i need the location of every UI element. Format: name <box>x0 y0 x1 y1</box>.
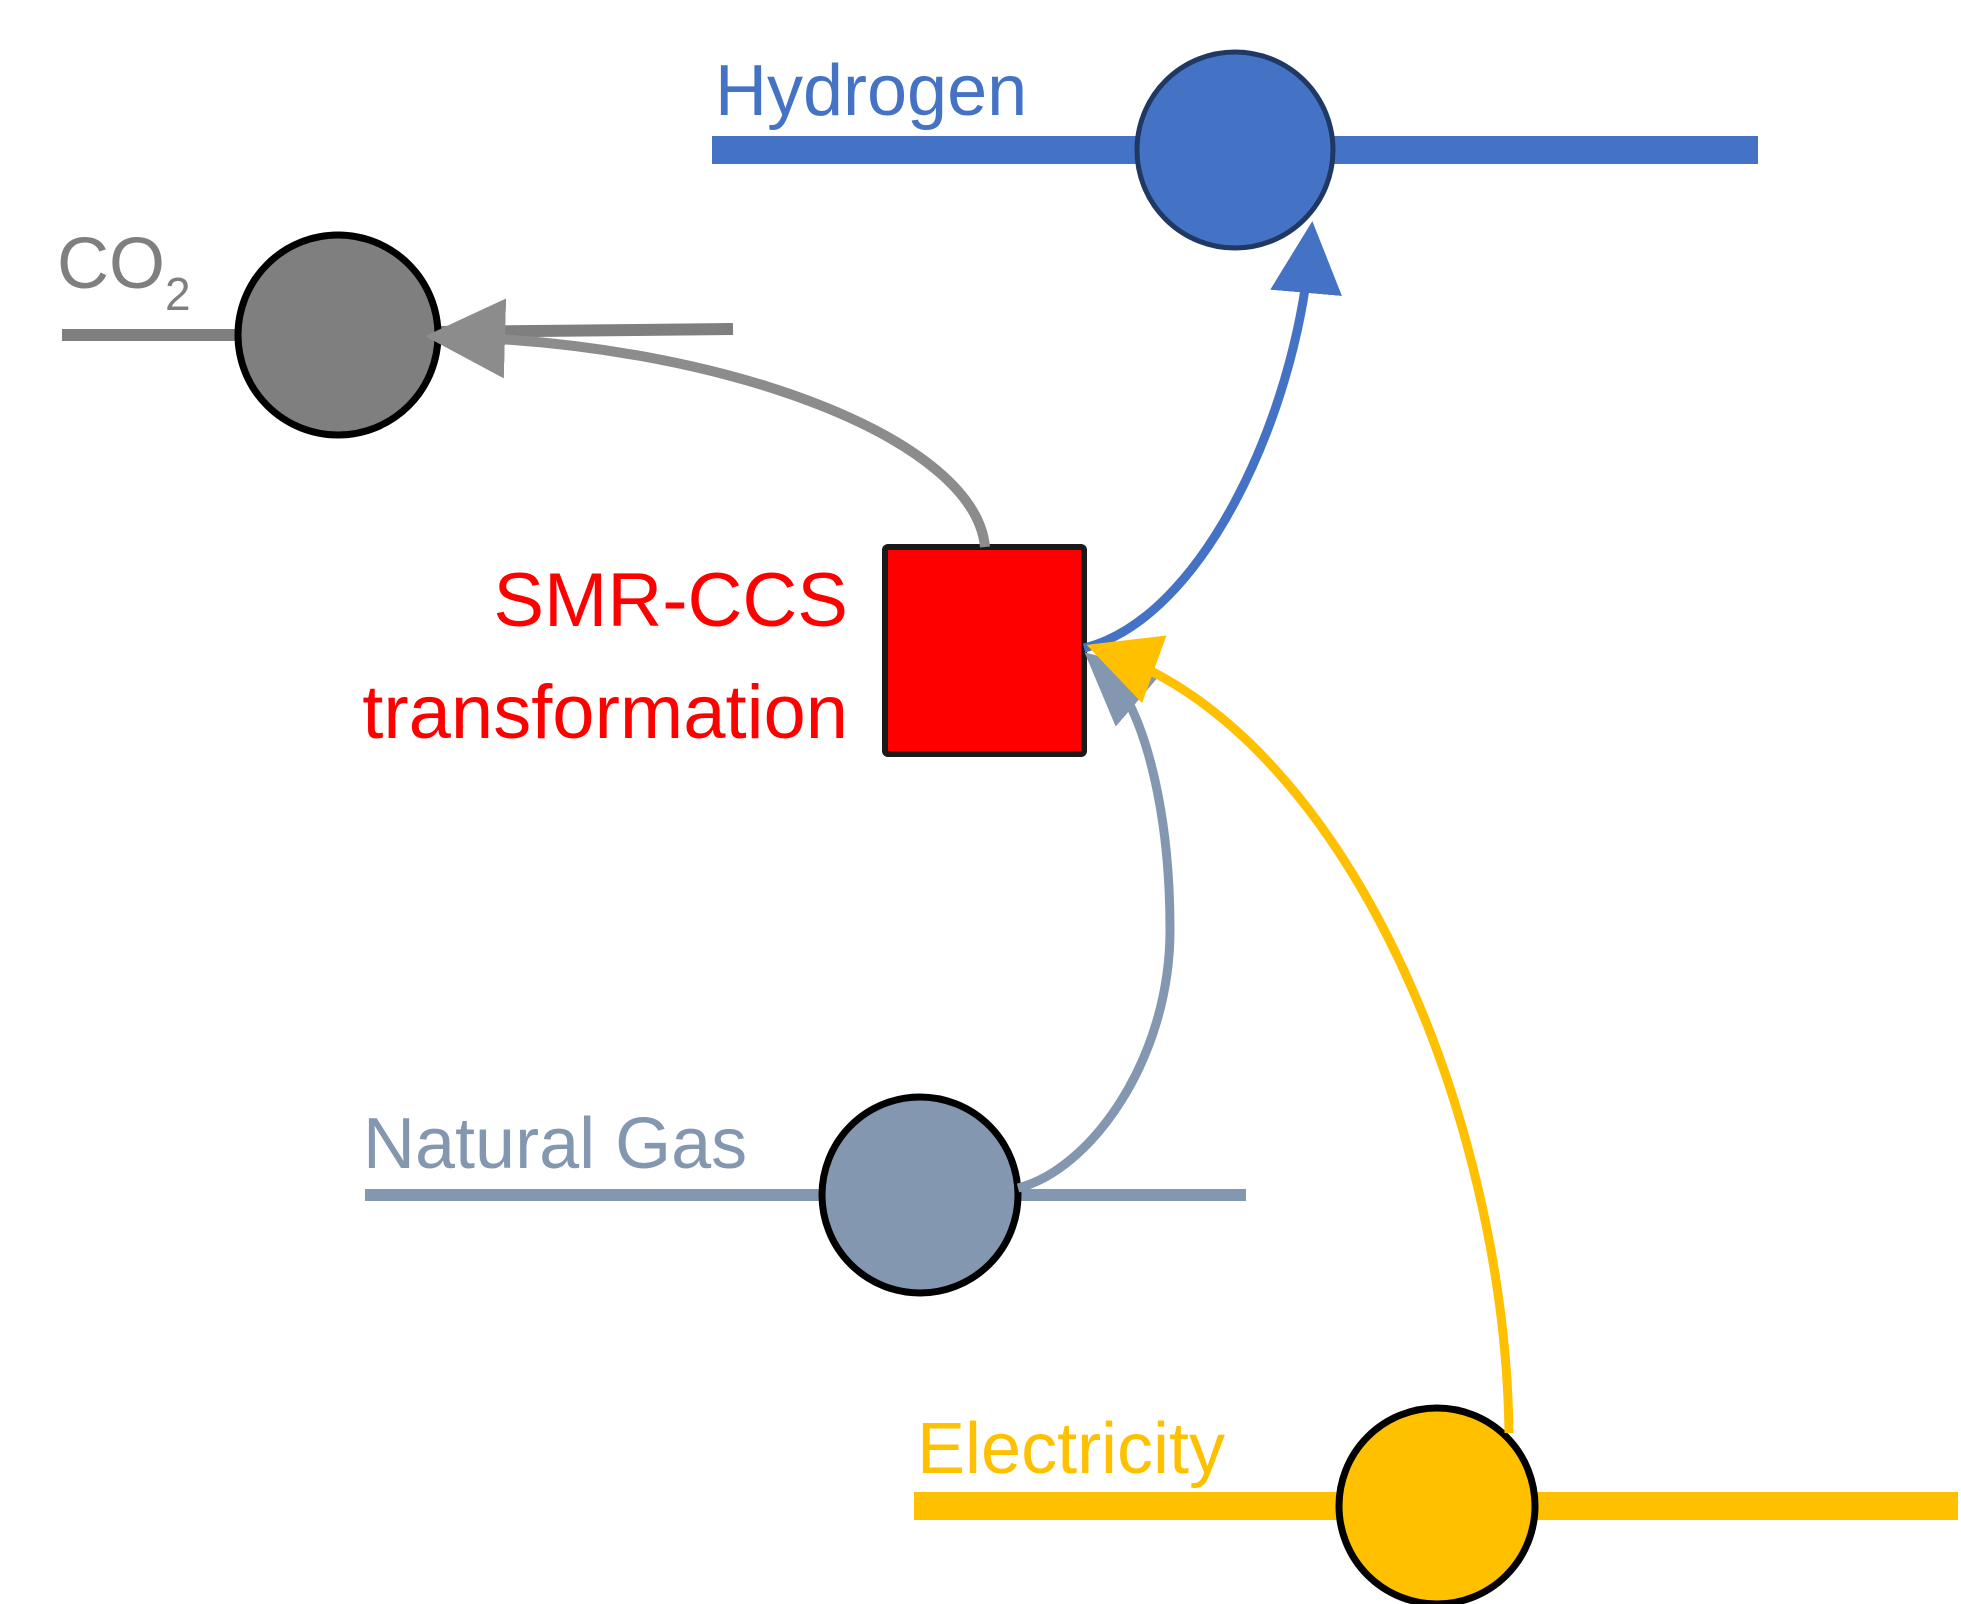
co2-label-main: CO <box>57 224 165 304</box>
smr-ccs-process: SMR-CCS transformation <box>362 544 1087 757</box>
flow-electricity-to-process <box>1086 635 1514 1434</box>
electricity-node[interactable] <box>1335 1404 1539 1604</box>
natural-gas-label: Natural Gas <box>363 1104 747 1184</box>
electricity-carrier: Electricity <box>914 1404 1958 1604</box>
flow-process-to-hydrogen <box>1082 221 1342 653</box>
co2-node[interactable] <box>234 231 442 439</box>
flow-natural-gas-to-process <box>1016 652 1175 1193</box>
co2-carrier: CO2 <box>57 224 734 439</box>
natural-gas-carrier: Natural Gas <box>363 1093 1246 1297</box>
flow-process-to-co2 <box>425 298 990 548</box>
hydrogen-node[interactable] <box>1134 49 1336 251</box>
co2-label-subscript: 2 <box>165 268 191 320</box>
hydrogen-carrier: Hydrogen <box>712 49 1758 251</box>
process-box[interactable] <box>882 544 1087 757</box>
process-label-line2: transformation <box>362 670 848 755</box>
process-label-line1: SMR-CCS <box>493 558 848 643</box>
hydrogen-label: Hydrogen <box>715 51 1027 131</box>
co2-bus-line-right <box>433 323 734 338</box>
electricity-label: Electricity <box>917 1409 1225 1489</box>
co2-label: CO2 <box>57 224 191 320</box>
natural-gas-node[interactable] <box>818 1093 1022 1297</box>
